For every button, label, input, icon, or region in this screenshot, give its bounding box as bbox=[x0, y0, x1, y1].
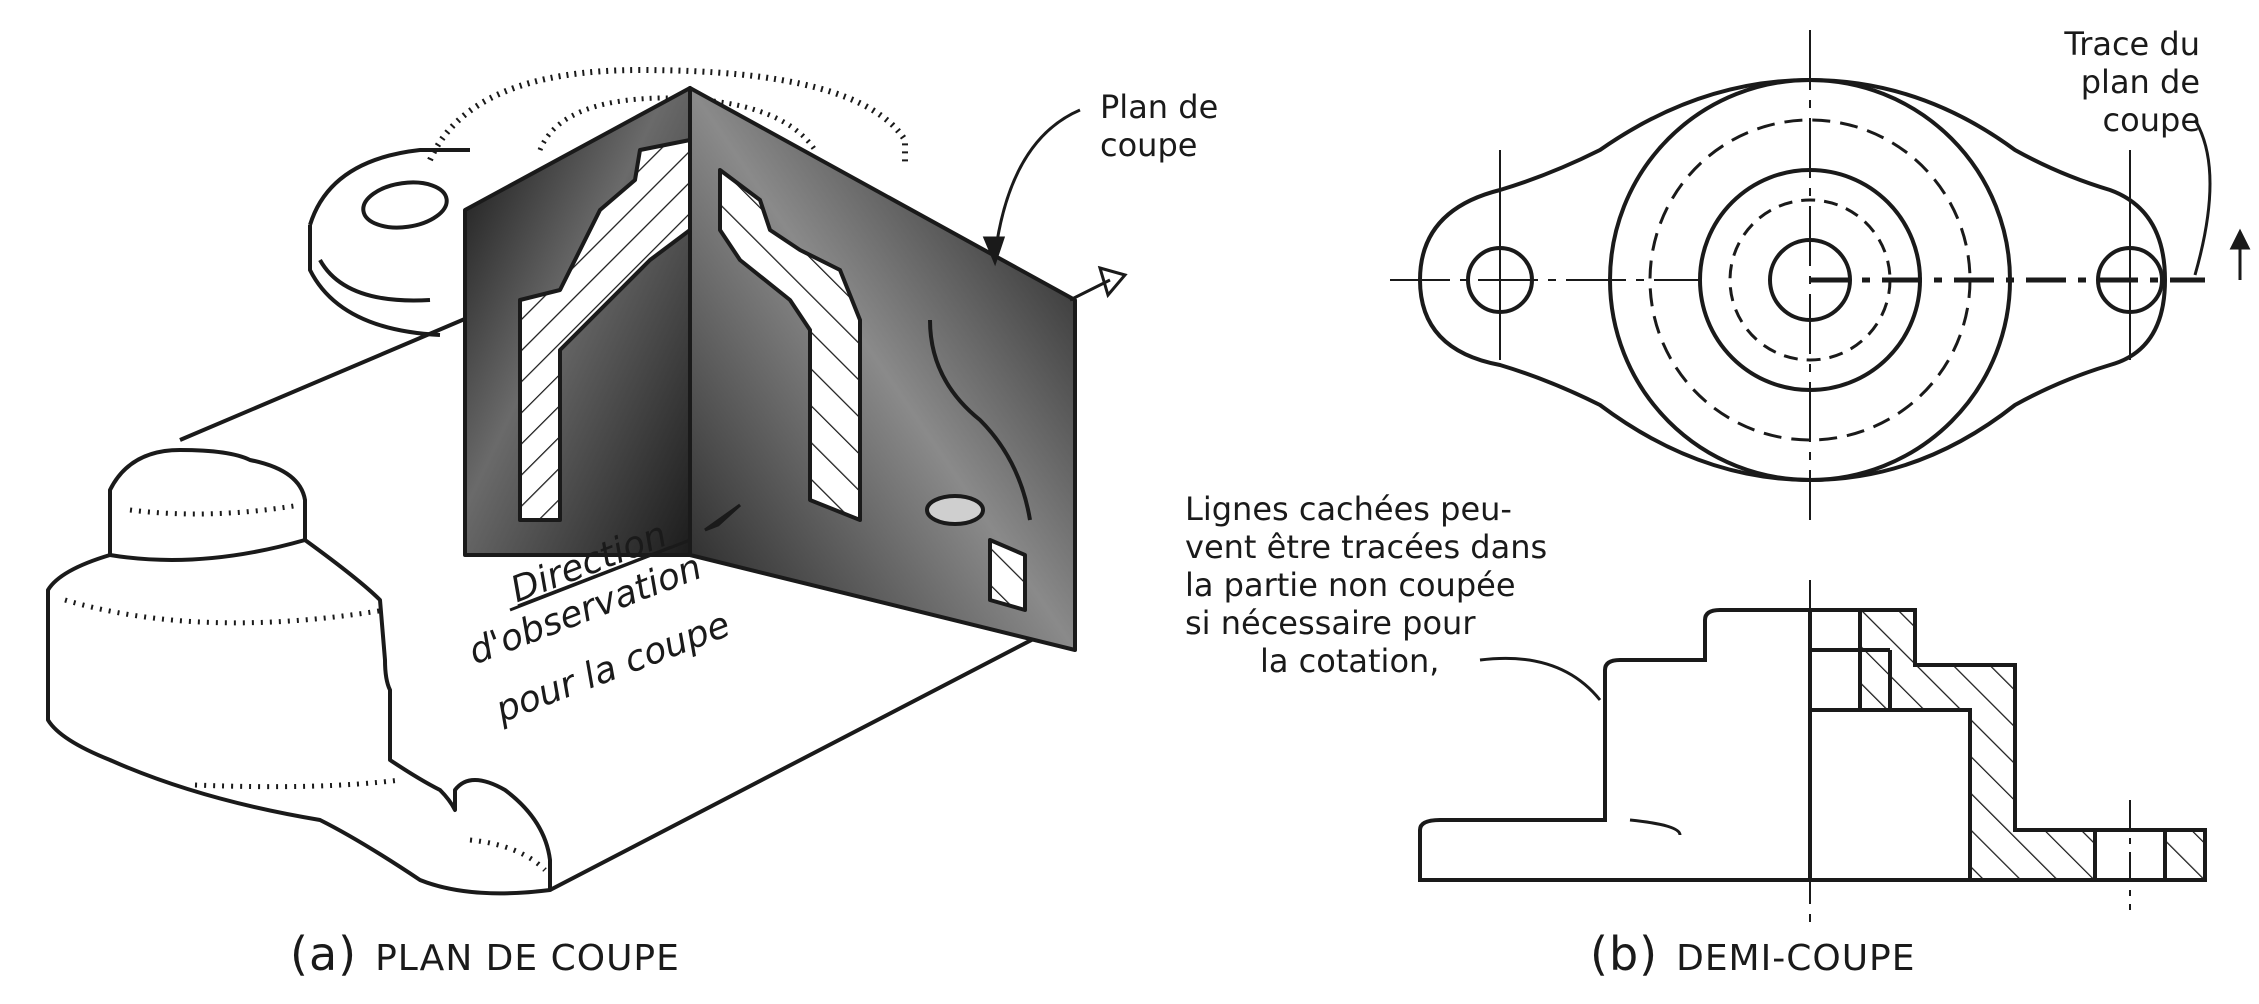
section-hatch-right bbox=[718, 168, 862, 522]
note-line2: vent être tracées dans bbox=[1185, 528, 1548, 566]
note-line3: la partie non coupée bbox=[1185, 566, 1516, 604]
caption-a-letter: (a) bbox=[290, 927, 358, 981]
note-line4: si nécessaire pour bbox=[1185, 604, 1476, 642]
note-line1: Lignes cachées peu- bbox=[1185, 490, 1512, 528]
base-plate bbox=[179, 268, 1072, 892]
section-planes bbox=[463, 86, 1077, 652]
half-section-view bbox=[1418, 608, 2207, 882]
arrow-up-icon bbox=[2229, 228, 2251, 280]
direction-underline bbox=[509, 538, 691, 612]
hidden-lines-leader bbox=[1479, 656, 1602, 701]
trace-label-line2: plan de bbox=[2080, 63, 2200, 101]
leader-line bbox=[993, 108, 1081, 256]
section-hatch-left bbox=[518, 138, 692, 522]
caption-a: (a)PLAN DE COUPE bbox=[290, 931, 680, 979]
direction-arrow-icon bbox=[704, 503, 742, 532]
arrow-right-icon bbox=[1069, 265, 1128, 302]
annotations-left bbox=[509, 108, 1128, 612]
isometric-cut-view bbox=[46, 67, 1072, 896]
hidden-lines-note: Lignes cachées peu- vent être tracées da… bbox=[1185, 490, 1547, 680]
front-ear bbox=[46, 448, 552, 896]
trace-leader bbox=[2193, 119, 2212, 276]
trace-label: Trace du plan de coupe bbox=[2000, 25, 2200, 139]
center-lines bbox=[1390, 30, 2251, 520]
half-section-center bbox=[1479, 580, 2131, 930]
caption-b: (b)DEMI-COUPE bbox=[1590, 931, 1916, 979]
caption-a-text: PLAN DE COUPE bbox=[375, 938, 680, 979]
section-hatch-main bbox=[1858, 608, 2097, 882]
note-line5: la cotation, bbox=[1260, 642, 1440, 680]
flange-outline bbox=[1417, 77, 2168, 483]
section-hatch-foot bbox=[988, 538, 1027, 612]
trace-label-line1: Trace du bbox=[2064, 25, 2200, 63]
section-hatch-flange bbox=[2163, 828, 2207, 882]
rear-ear bbox=[308, 148, 470, 337]
cutting-plane-label-line2: coupe bbox=[1100, 126, 1198, 164]
cutting-plane-label: Plan de coupe bbox=[1100, 88, 1218, 164]
trace-label-line3: coupe bbox=[2102, 101, 2200, 139]
rear-ear-hole bbox=[361, 180, 449, 230]
cutting-plane-label-line1: Plan de bbox=[1100, 88, 1219, 126]
caption-b-letter: (b) bbox=[1590, 927, 1659, 981]
leader-arrowhead bbox=[982, 236, 1006, 267]
half-section-outline bbox=[1418, 608, 2207, 882]
caption-b-text: DEMI-COUPE bbox=[1676, 938, 1916, 979]
